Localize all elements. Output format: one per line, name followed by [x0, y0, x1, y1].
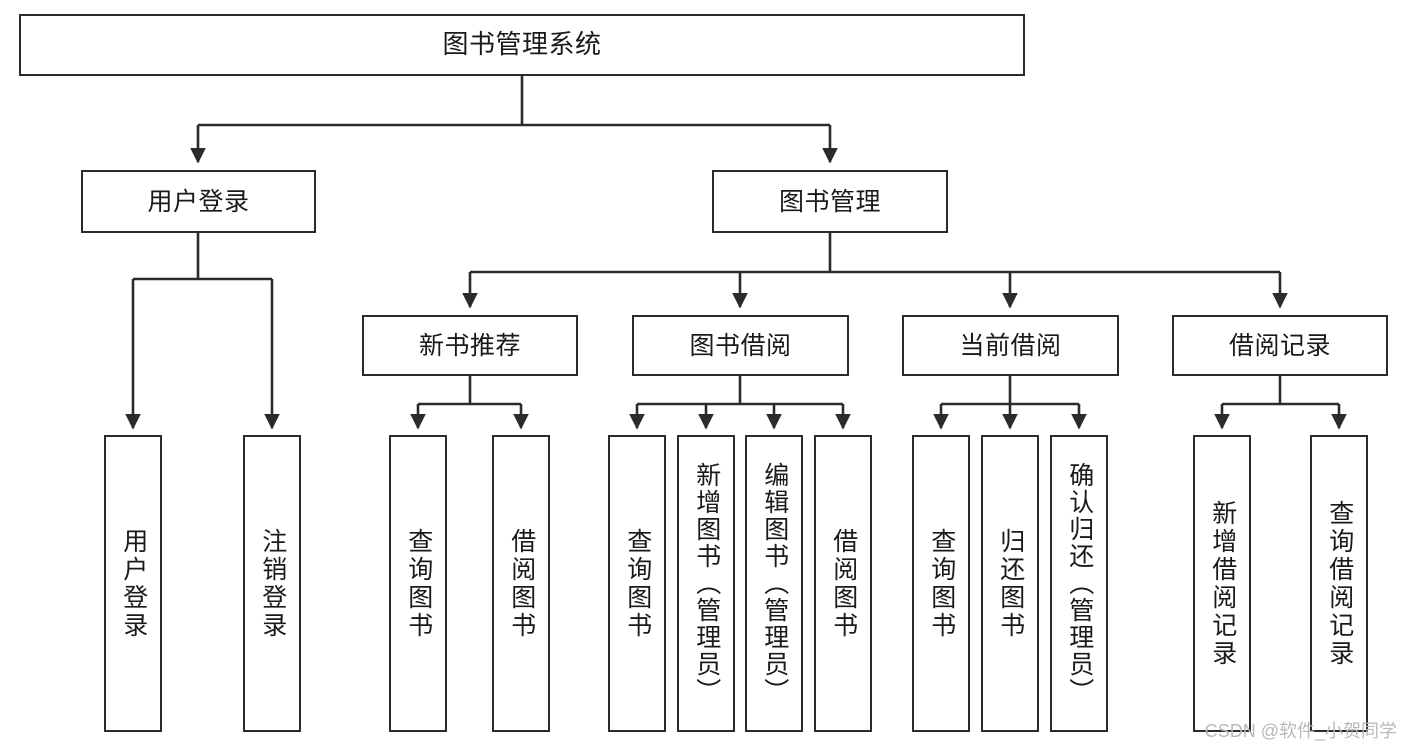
- node-label: 查询图书: [404, 527, 433, 640]
- node-label: 借阅记录: [1228, 331, 1331, 360]
- node-book-borrowing[interactable]: 图书借阅: [632, 315, 849, 376]
- node-label: 借阅图书: [507, 527, 536, 640]
- leaf-confirm-return-admin[interactable]: 确认归还（管理员）: [1050, 435, 1108, 732]
- node-label: 新增借阅记录: [1208, 499, 1237, 668]
- node-borrowing-record[interactable]: 借阅记录: [1172, 315, 1388, 376]
- node-label: 用户登录: [147, 187, 250, 216]
- node-root-book-management-system[interactable]: 图书管理系统: [19, 14, 1025, 76]
- csdn-watermark: CSDN @软件_小贺同学: [1204, 721, 1397, 741]
- node-label: 新增图书（管理员）: [692, 462, 721, 705]
- node-label: 图书管理: [778, 187, 881, 216]
- node-label: 确认归还（管理员）: [1065, 462, 1094, 705]
- node-label: 查询图书: [623, 527, 652, 640]
- leaf-borrow-book[interactable]: 借阅图书: [814, 435, 872, 732]
- leaf-user-logout[interactable]: 注销登录: [243, 435, 301, 732]
- node-label: 借阅图书: [829, 527, 858, 640]
- leaf-query-borrowing-record[interactable]: 查询借阅记录: [1310, 435, 1368, 732]
- node-label: 图书借阅: [689, 331, 792, 360]
- node-book-management[interactable]: 图书管理: [712, 170, 948, 233]
- node-label: 归还图书: [996, 527, 1025, 640]
- node-label: 用户登录: [119, 527, 148, 640]
- node-user-login[interactable]: 用户登录: [81, 170, 316, 233]
- leaf-query-book-borrowing[interactable]: 查询图书: [608, 435, 666, 732]
- leaf-add-book-admin[interactable]: 新增图书（管理员）: [677, 435, 735, 732]
- node-label: 查询借阅记录: [1325, 499, 1354, 668]
- leaf-query-book-current[interactable]: 查询图书: [912, 435, 970, 732]
- leaf-user-login[interactable]: 用户登录: [104, 435, 162, 732]
- node-current-borrowing[interactable]: 当前借阅: [902, 315, 1119, 376]
- leaf-borrow-book-recommendation[interactable]: 借阅图书: [492, 435, 550, 732]
- leaf-edit-book-admin[interactable]: 编辑图书（管理员）: [745, 435, 803, 732]
- node-label: 当前借阅: [959, 331, 1062, 360]
- leaf-query-book-recommendation[interactable]: 查询图书: [389, 435, 447, 732]
- node-label: 新书推荐: [418, 331, 521, 360]
- node-new-book-recommendation[interactable]: 新书推荐: [362, 315, 578, 376]
- node-label: 编辑图书（管理员）: [760, 462, 789, 705]
- node-label: 查询图书: [927, 527, 956, 640]
- leaf-add-borrowing-record[interactable]: 新增借阅记录: [1193, 435, 1251, 732]
- leaf-return-book[interactable]: 归还图书: [981, 435, 1039, 732]
- node-label: 注销登录: [258, 527, 287, 640]
- node-label: 图书管理系统: [442, 29, 602, 60]
